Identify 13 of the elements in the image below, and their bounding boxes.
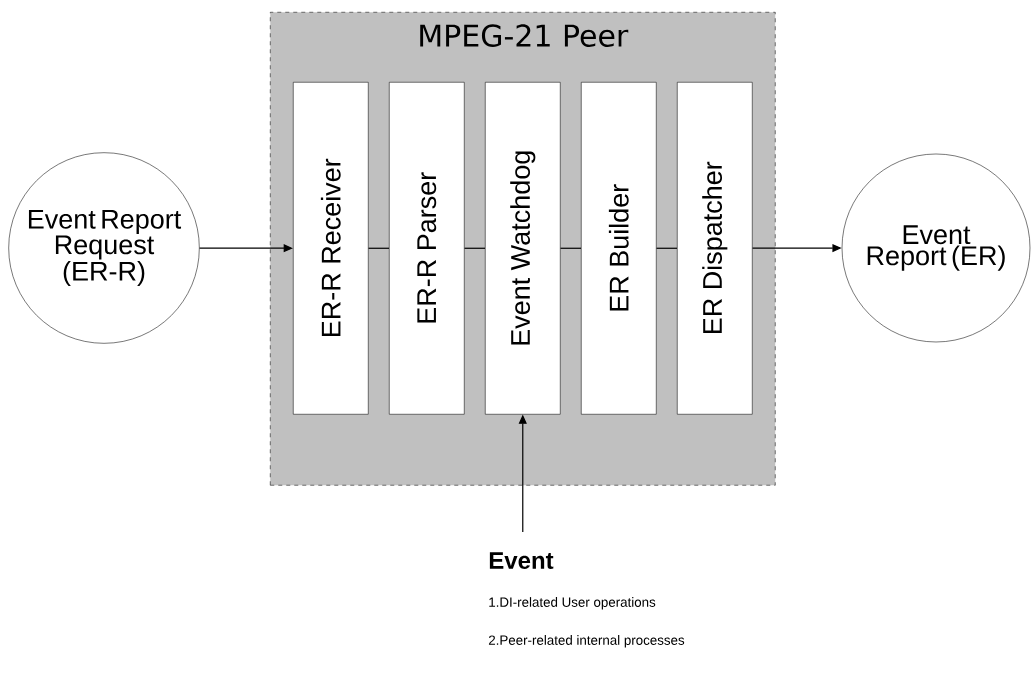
process-box: ER Builder xyxy=(581,82,657,415)
process-box: ER-R Receiver xyxy=(293,82,369,415)
process-box: ER-R Parser xyxy=(389,82,465,415)
process-box: ER Dispatcher xyxy=(677,82,753,415)
process-box: Event Watchdog xyxy=(485,82,561,415)
connector-line xyxy=(559,247,582,249)
arrow xyxy=(199,244,293,253)
connector-line xyxy=(463,247,486,249)
circle-node: Event Report (ER) xyxy=(841,153,1031,343)
event-list: Event 1.DI-related User operations 2.Peer-related internal processes xyxy=(488,552,685,648)
connector-line xyxy=(655,247,678,249)
circle-node: Event Report Request (ER-R) xyxy=(8,152,200,344)
connector-line xyxy=(367,247,390,249)
